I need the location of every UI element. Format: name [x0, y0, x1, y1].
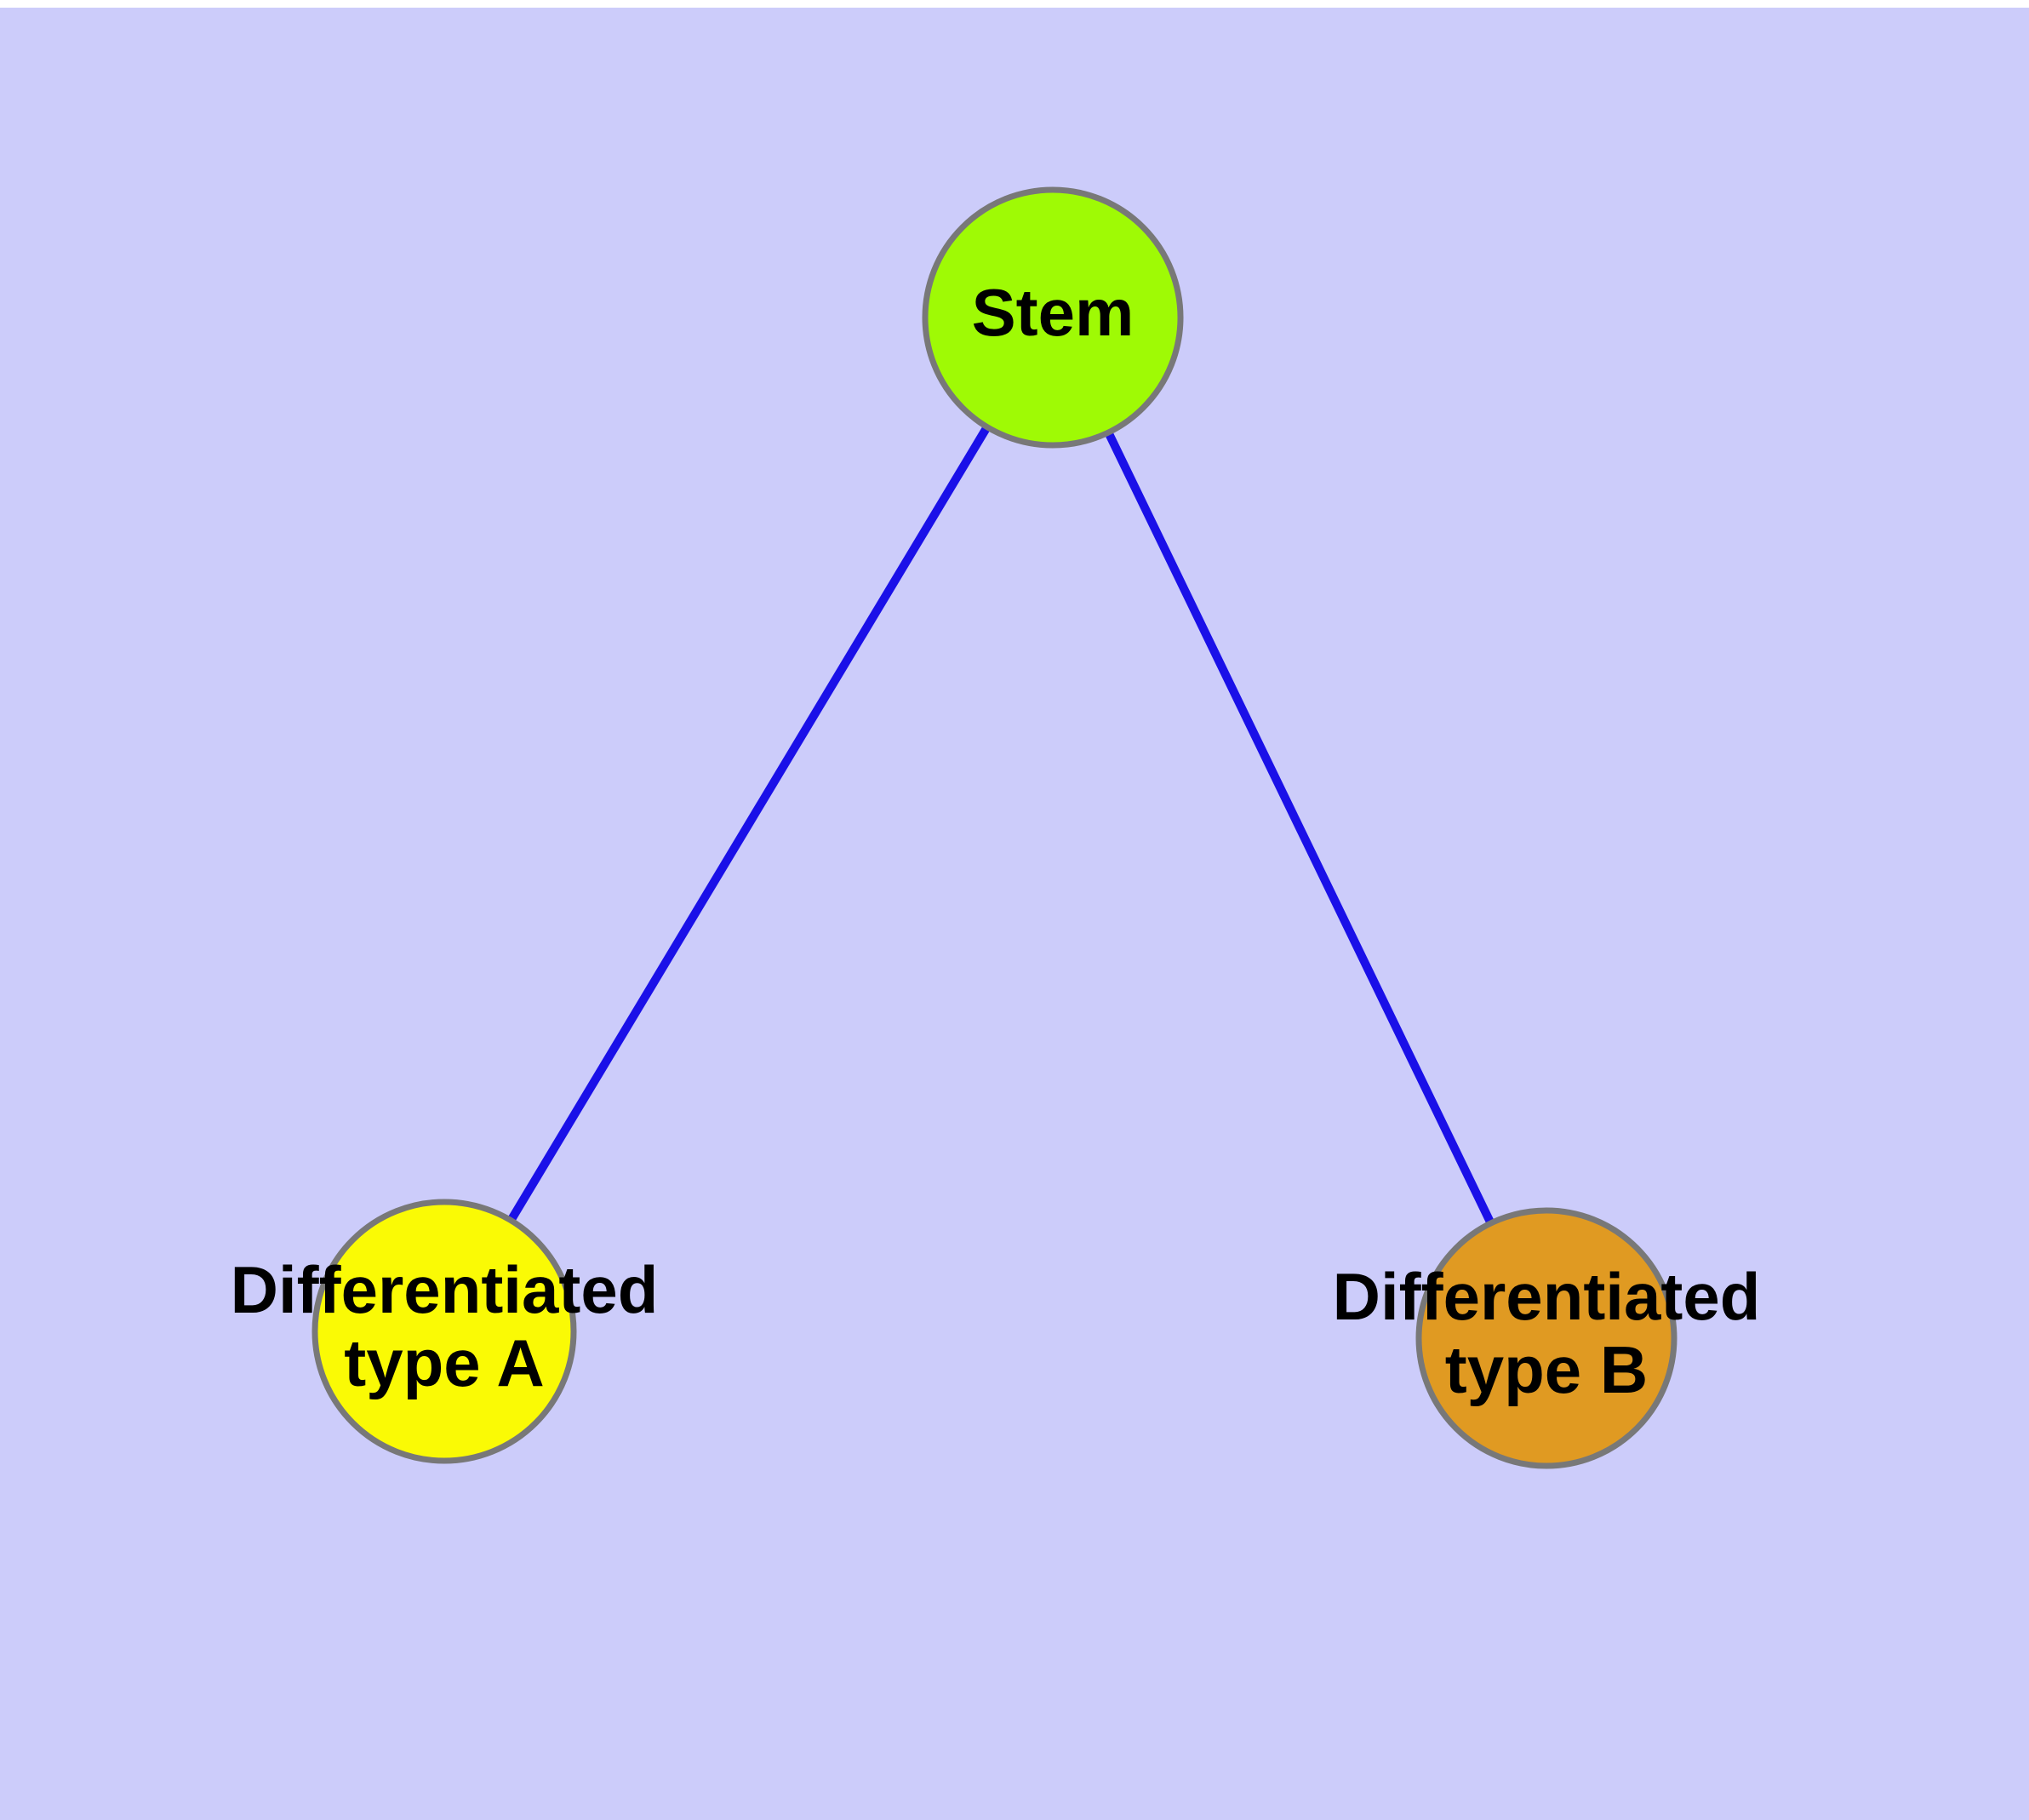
graph-edge-stem-to-diff-b[interactable] [1104, 430, 1495, 1226]
node-circle-stem[interactable] [922, 186, 1184, 449]
node-label-line: Differentiated [231, 1252, 659, 1327]
node-label-line: type B [1445, 1332, 1648, 1407]
node-circle-diff-a[interactable] [311, 1199, 577, 1464]
node-label-line: Stem [972, 275, 1135, 350]
node-label-line: Differentiated [1333, 1259, 1761, 1334]
graph-edge-stem-to-diff-a[interactable] [506, 425, 992, 1223]
edge-layer [506, 425, 1495, 1226]
node-circle-diff-b[interactable] [1415, 1207, 1677, 1469]
graph-node-diff-a[interactable] [311, 1199, 577, 1464]
node-label-line: type A [344, 1325, 545, 1400]
node-label-stem: Stem [972, 275, 1135, 350]
graph-node-stem[interactable] [922, 186, 1184, 449]
graph-node-diff-b[interactable] [1415, 1207, 1677, 1469]
